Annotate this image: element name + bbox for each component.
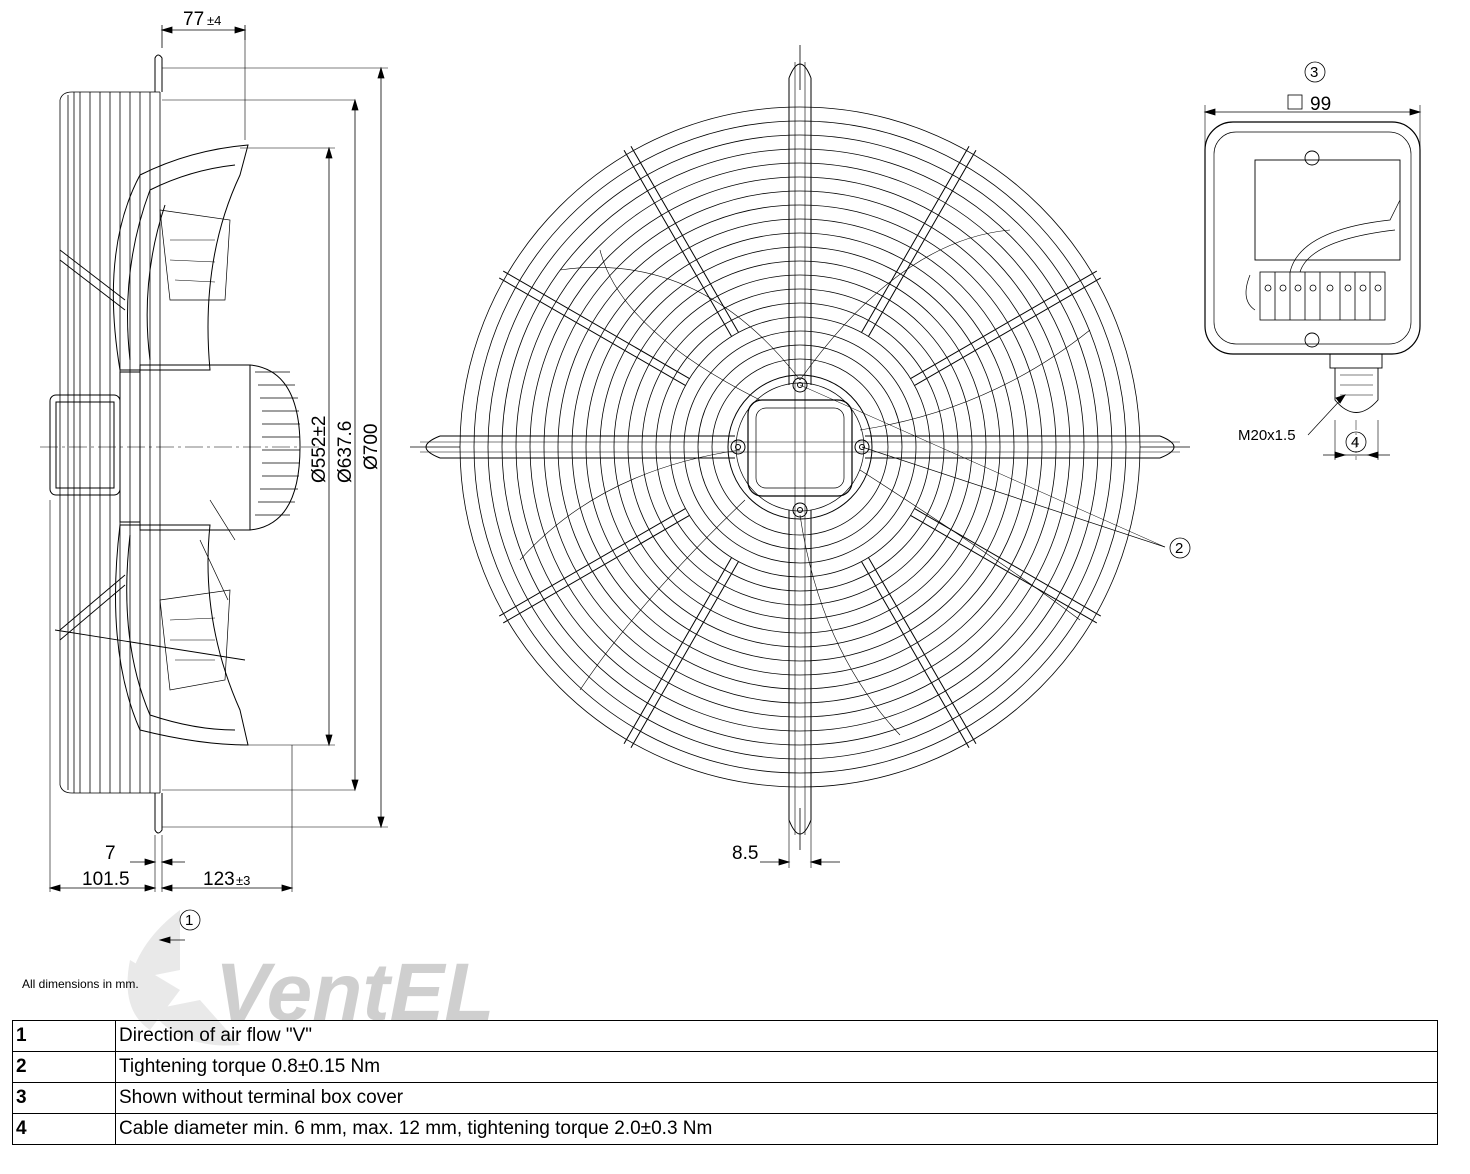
dim-7: 7 [105,843,116,864]
legend-number: 2 [12,1051,116,1083]
guard-ring [599,246,1001,648]
guard-ring [529,176,1071,718]
technical-drawing: 77 ±4 Ø552±2 Ø637.6 Ø700 7 101.5 123 ±3 … [40,9,1422,944]
callout-2-label: 2 [1175,540,1183,557]
guard-spoke [861,561,970,749]
callout-4-label: 4 [1351,434,1359,451]
guard-spoke [868,149,977,337]
impeller-blades [519,229,1091,736]
dim-123: 123 [203,869,235,890]
hub-screws [730,377,870,518]
guard-ring [697,344,903,550]
guard-spoke [623,149,732,337]
side-dimension-lines [48,25,385,944]
side-guard-bars [59,91,161,794]
guard-ring [557,204,1043,690]
callout-1-label: 1 [185,912,193,929]
guard-spoke [498,277,686,386]
legend-text: Direction of air flow "V" [115,1020,1438,1052]
guard-ring [459,106,1141,788]
guard-ring [669,316,931,578]
guard-ring [655,302,945,592]
front-view [410,45,1190,850]
terminal-box-view [1204,121,1421,460]
legend-number: 1 [12,1020,116,1052]
guard-ring [487,134,1113,760]
guard-ring [641,288,959,606]
guard-spokes [498,145,1102,749]
guard-spoke [914,277,1102,386]
guard-spoke [498,508,686,617]
legend-table: 1 Direction of air flow "V" 2 Tightening… [12,1020,1438,1145]
units-note: All dimensions in mm. [22,977,139,991]
legend-row: 4 Cable diameter min. 6 mm, max. 12 mm, … [12,1113,1438,1145]
legend-row: 2 Tightening torque 0.8±0.15 Nm [12,1051,1438,1083]
dim-8-5: 8.5 [732,843,758,864]
dim-101-5: 101.5 [82,869,130,890]
guard-ring [543,190,1057,704]
guard-ring [711,358,889,536]
guard-ring [473,120,1127,774]
guard-spoke [910,270,1098,379]
guard-ring [515,162,1085,732]
guard-ring [613,260,987,634]
dim-diameter-552: Ø552±2 [309,416,330,483]
guard-spoke [630,145,739,333]
dim-diameter-700: Ø700 [361,424,382,470]
dim-77-tolerance: ±4 [207,13,221,28]
guard-spoke [502,270,690,379]
guard-ring [585,232,1015,662]
guard-spoke [868,557,977,745]
guard-ring [571,218,1029,676]
guard-ring [501,148,1099,746]
legend-number: 3 [12,1082,116,1114]
callout-4: 4 [1345,431,1367,453]
dim-77: 77 [183,9,204,30]
legend-text: Tightening torque 0.8±0.15 Nm [115,1051,1438,1083]
callout-3-label: 3 [1310,64,1318,81]
legend-text: Shown without terminal box cover [115,1082,1438,1114]
guard-spoke [914,508,1102,617]
guard-ring [683,330,917,564]
dim-123-tolerance: ±3 [236,873,250,888]
terminal-block [1259,271,1386,321]
guard-spoke [623,557,732,745]
guard-spoke [910,515,1098,624]
terminal-dimension-lines [1203,94,1422,460]
legend-row: 3 Shown without terminal box cover [12,1082,1438,1114]
side-view [40,54,388,834]
guard-spoke [502,515,690,624]
dim-8-5-lines [760,820,840,868]
callout-3: 3 [1304,61,1326,83]
legend-text: Cable diameter min. 6 mm, max. 12 mm, ti… [115,1113,1438,1145]
legend-number: 4 [12,1113,116,1145]
guard-spoke [630,561,739,749]
mounting-struts [410,45,1190,850]
callout-1: 1 [179,909,201,931]
guard-rings [459,106,1141,788]
legend-row: 1 Direction of air flow "V" [12,1020,1438,1052]
dim-thread-m20: M20x1.5 [1238,427,1296,444]
guard-spoke [861,145,970,333]
guard-ring [627,274,973,620]
dim-99: 99 [1310,94,1331,115]
dim-diameter-637: Ø637.6 [335,421,356,483]
callout-2: 2 [1169,537,1191,559]
